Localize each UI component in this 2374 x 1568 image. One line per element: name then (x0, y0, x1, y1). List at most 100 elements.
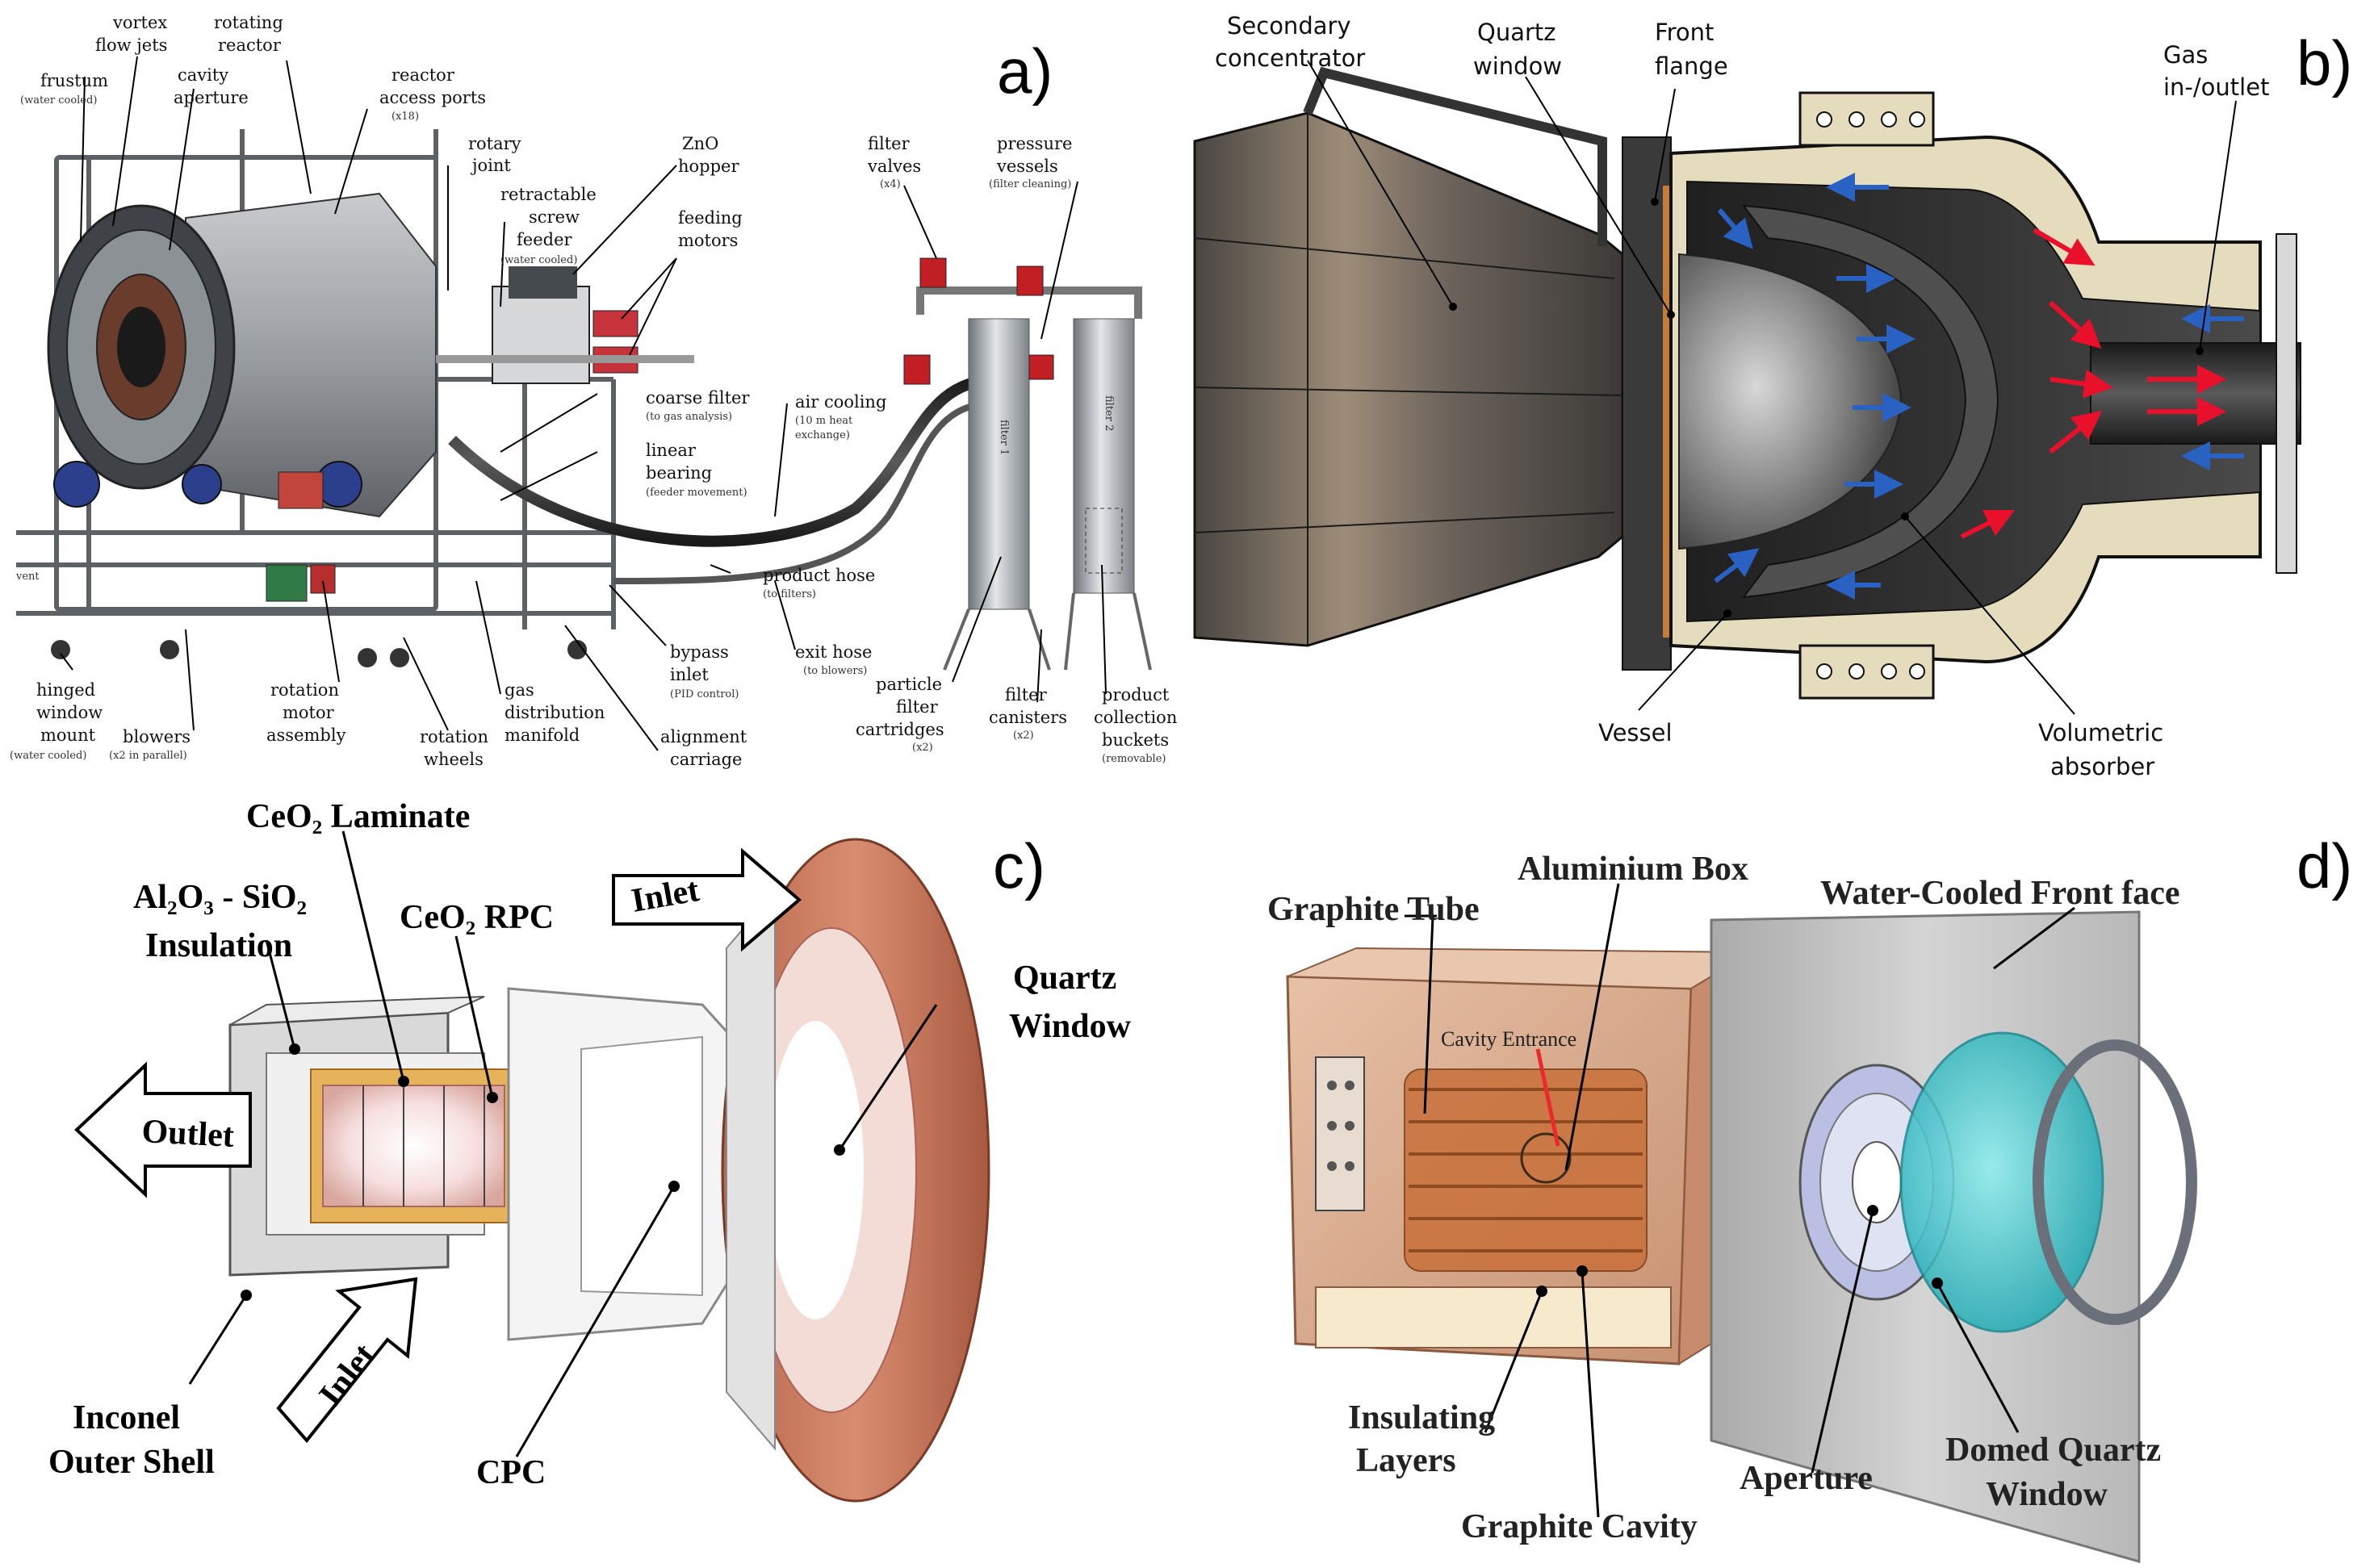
label-domed-2: Window (1986, 1476, 2108, 1513)
label-fvalves-2: valves (867, 157, 921, 176)
label-quartz-2: window (1473, 52, 1562, 80)
label-pfc-3: cartridges (856, 720, 944, 739)
secondary-concentrator (1193, 111, 1624, 647)
panel-d-leader-dots (1536, 1205, 1943, 1297)
label-graphite-cavity: Graphite Cavity (1461, 1508, 1698, 1545)
label-insul-1: Insulating (1348, 1399, 1495, 1436)
label-feedmot-1: feeding (678, 208, 743, 228)
label-exit-sub: (to blowers) (803, 665, 867, 677)
label-fvalves-1: filter (868, 134, 911, 153)
label-pcb-sub: (removable) (1102, 753, 1166, 765)
filter-2-tag: filter 2 (1103, 395, 1115, 431)
label-inconel-2: Outer Shell (48, 1444, 215, 1481)
exit-hose (613, 400, 994, 584)
filter-valves (903, 257, 1054, 385)
outlet-flange (2276, 233, 2297, 574)
label-hinged-3: mount (40, 725, 96, 745)
label-inconel-1: Inconel (73, 1399, 180, 1436)
label-gas-3: manifold (505, 725, 580, 745)
concentrator-seams (1194, 113, 1623, 646)
label-frustum-sub: (water cooled) (20, 94, 97, 107)
label-pcb-1: product (1102, 685, 1170, 705)
label-cavity-2: aperture (174, 88, 249, 107)
domed-quartz-window (1899, 1031, 2104, 1333)
label-cpc: CPC (476, 1454, 546, 1491)
label-watercooled: Water-Cooled Front face (1820, 875, 2180, 912)
blower-center (182, 464, 222, 504)
label-hinged-1: hinged (36, 680, 95, 700)
screw-feeder-rod (436, 355, 694, 363)
label-quartz-2: Window (1009, 1008, 1132, 1045)
label-alubox: Aluminium Box (1518, 851, 1748, 888)
label-screw-2: screw (529, 207, 580, 227)
label-vol-2: absorber (2050, 753, 2154, 780)
flange-step (726, 889, 776, 1451)
panel-b-leader-dots (1449, 198, 2204, 617)
shell-top-face (229, 996, 485, 1026)
mount-bolts (1816, 111, 1925, 679)
label-zno-1: ZnO (682, 134, 718, 153)
filter-1-canister (968, 318, 1030, 610)
panel-c-leader-dots (241, 1043, 845, 1301)
label-fcan-1: filter (1005, 685, 1048, 705)
label-rotmot-3: assembly (266, 725, 346, 745)
label-align-1: alignment (660, 727, 747, 746)
label-blowers: blowers (123, 727, 191, 746)
inlet-arrow-top (612, 847, 802, 952)
blue-flow-arrows (1714, 173, 2244, 600)
green-pump (266, 564, 308, 602)
label-secondary-2: concentrator (1215, 44, 1365, 72)
label-access-sub: (x18) (391, 111, 419, 123)
label-rotwh-1: rotation (420, 727, 488, 746)
label-pvessels-1: pressure (997, 134, 1072, 153)
label-frustum: frustum (40, 71, 108, 90)
label-rotmot-2: motor (283, 703, 335, 722)
label-pcb-2: collection (1094, 708, 1177, 727)
panel-c: c) CeO₂ Laminate Al₂O₃ - SiO₂ Insulation… (48, 798, 1132, 1503)
filter-1-tag: filter 1 (998, 420, 1010, 455)
label-hinged-2: window (36, 703, 103, 722)
panel-b-letter: b) (2297, 27, 2352, 98)
panel-b: b) Secondary concentrator Quartz window … (1193, 12, 2352, 780)
blower-left (53, 461, 100, 508)
label-cavity-1: cavity (178, 65, 228, 85)
label-vol-1: Volumetric (2038, 719, 2163, 746)
red-flow-arrows (1960, 228, 2226, 539)
product-hose (448, 374, 1002, 547)
panel-a: filter 1 filter 2 (10, 13, 1177, 769)
rpc-segments (362, 1085, 485, 1206)
red-component-lower (310, 564, 336, 594)
label-rpc: CeO₂ RPC (400, 899, 554, 936)
label-pfc-2: filter (896, 697, 939, 717)
box-bolt-holes (1327, 1081, 1354, 1171)
castor-wheels (51, 640, 587, 667)
aperture-hole (117, 307, 165, 387)
label-aircool-sub-1: (10 m heat (795, 415, 853, 427)
label-product: product hose (763, 566, 875, 585)
label-domed-1: Domed Quartz (1945, 1432, 2161, 1469)
label-quartz-1: Quartz (1013, 960, 1116, 997)
concentrator-top-frame (1303, 66, 1607, 246)
label-laminate: CeO₂ Laminate (246, 798, 470, 835)
label-rotating-2: reactor (218, 36, 282, 55)
label-cavity-entrance: Cavity Entrance (1441, 1027, 1576, 1051)
panel-a-leaders (60, 56, 1107, 751)
volumetric-absorber (1741, 204, 1999, 599)
label-exit: exit hose (795, 642, 872, 662)
label-bypass-2: inlet (670, 665, 709, 684)
label-hinged-sub: (water cooled) (10, 750, 86, 762)
label-al-1: Al₂O₃ - SiO₂ (133, 879, 307, 916)
label-bypass-sub: (PID control) (670, 688, 739, 700)
label-access-2: access ports (379, 88, 486, 107)
cpc-inner (580, 1035, 703, 1297)
panel-b-leaders (1307, 60, 2237, 715)
label-pfc-sub: (x2) (912, 742, 933, 754)
label-rotwh-2: wheels (424, 750, 484, 769)
panel-a-letter: a) (997, 36, 1053, 107)
label-front-2: flange (1655, 52, 1728, 80)
panel-c-letter: c) (993, 830, 1045, 901)
collection-bucket (1085, 508, 1123, 574)
label-pvessels-2: vessels (996, 157, 1058, 176)
filter-2-canister (1073, 318, 1135, 594)
label-vortex-2: flow jets (95, 36, 167, 55)
